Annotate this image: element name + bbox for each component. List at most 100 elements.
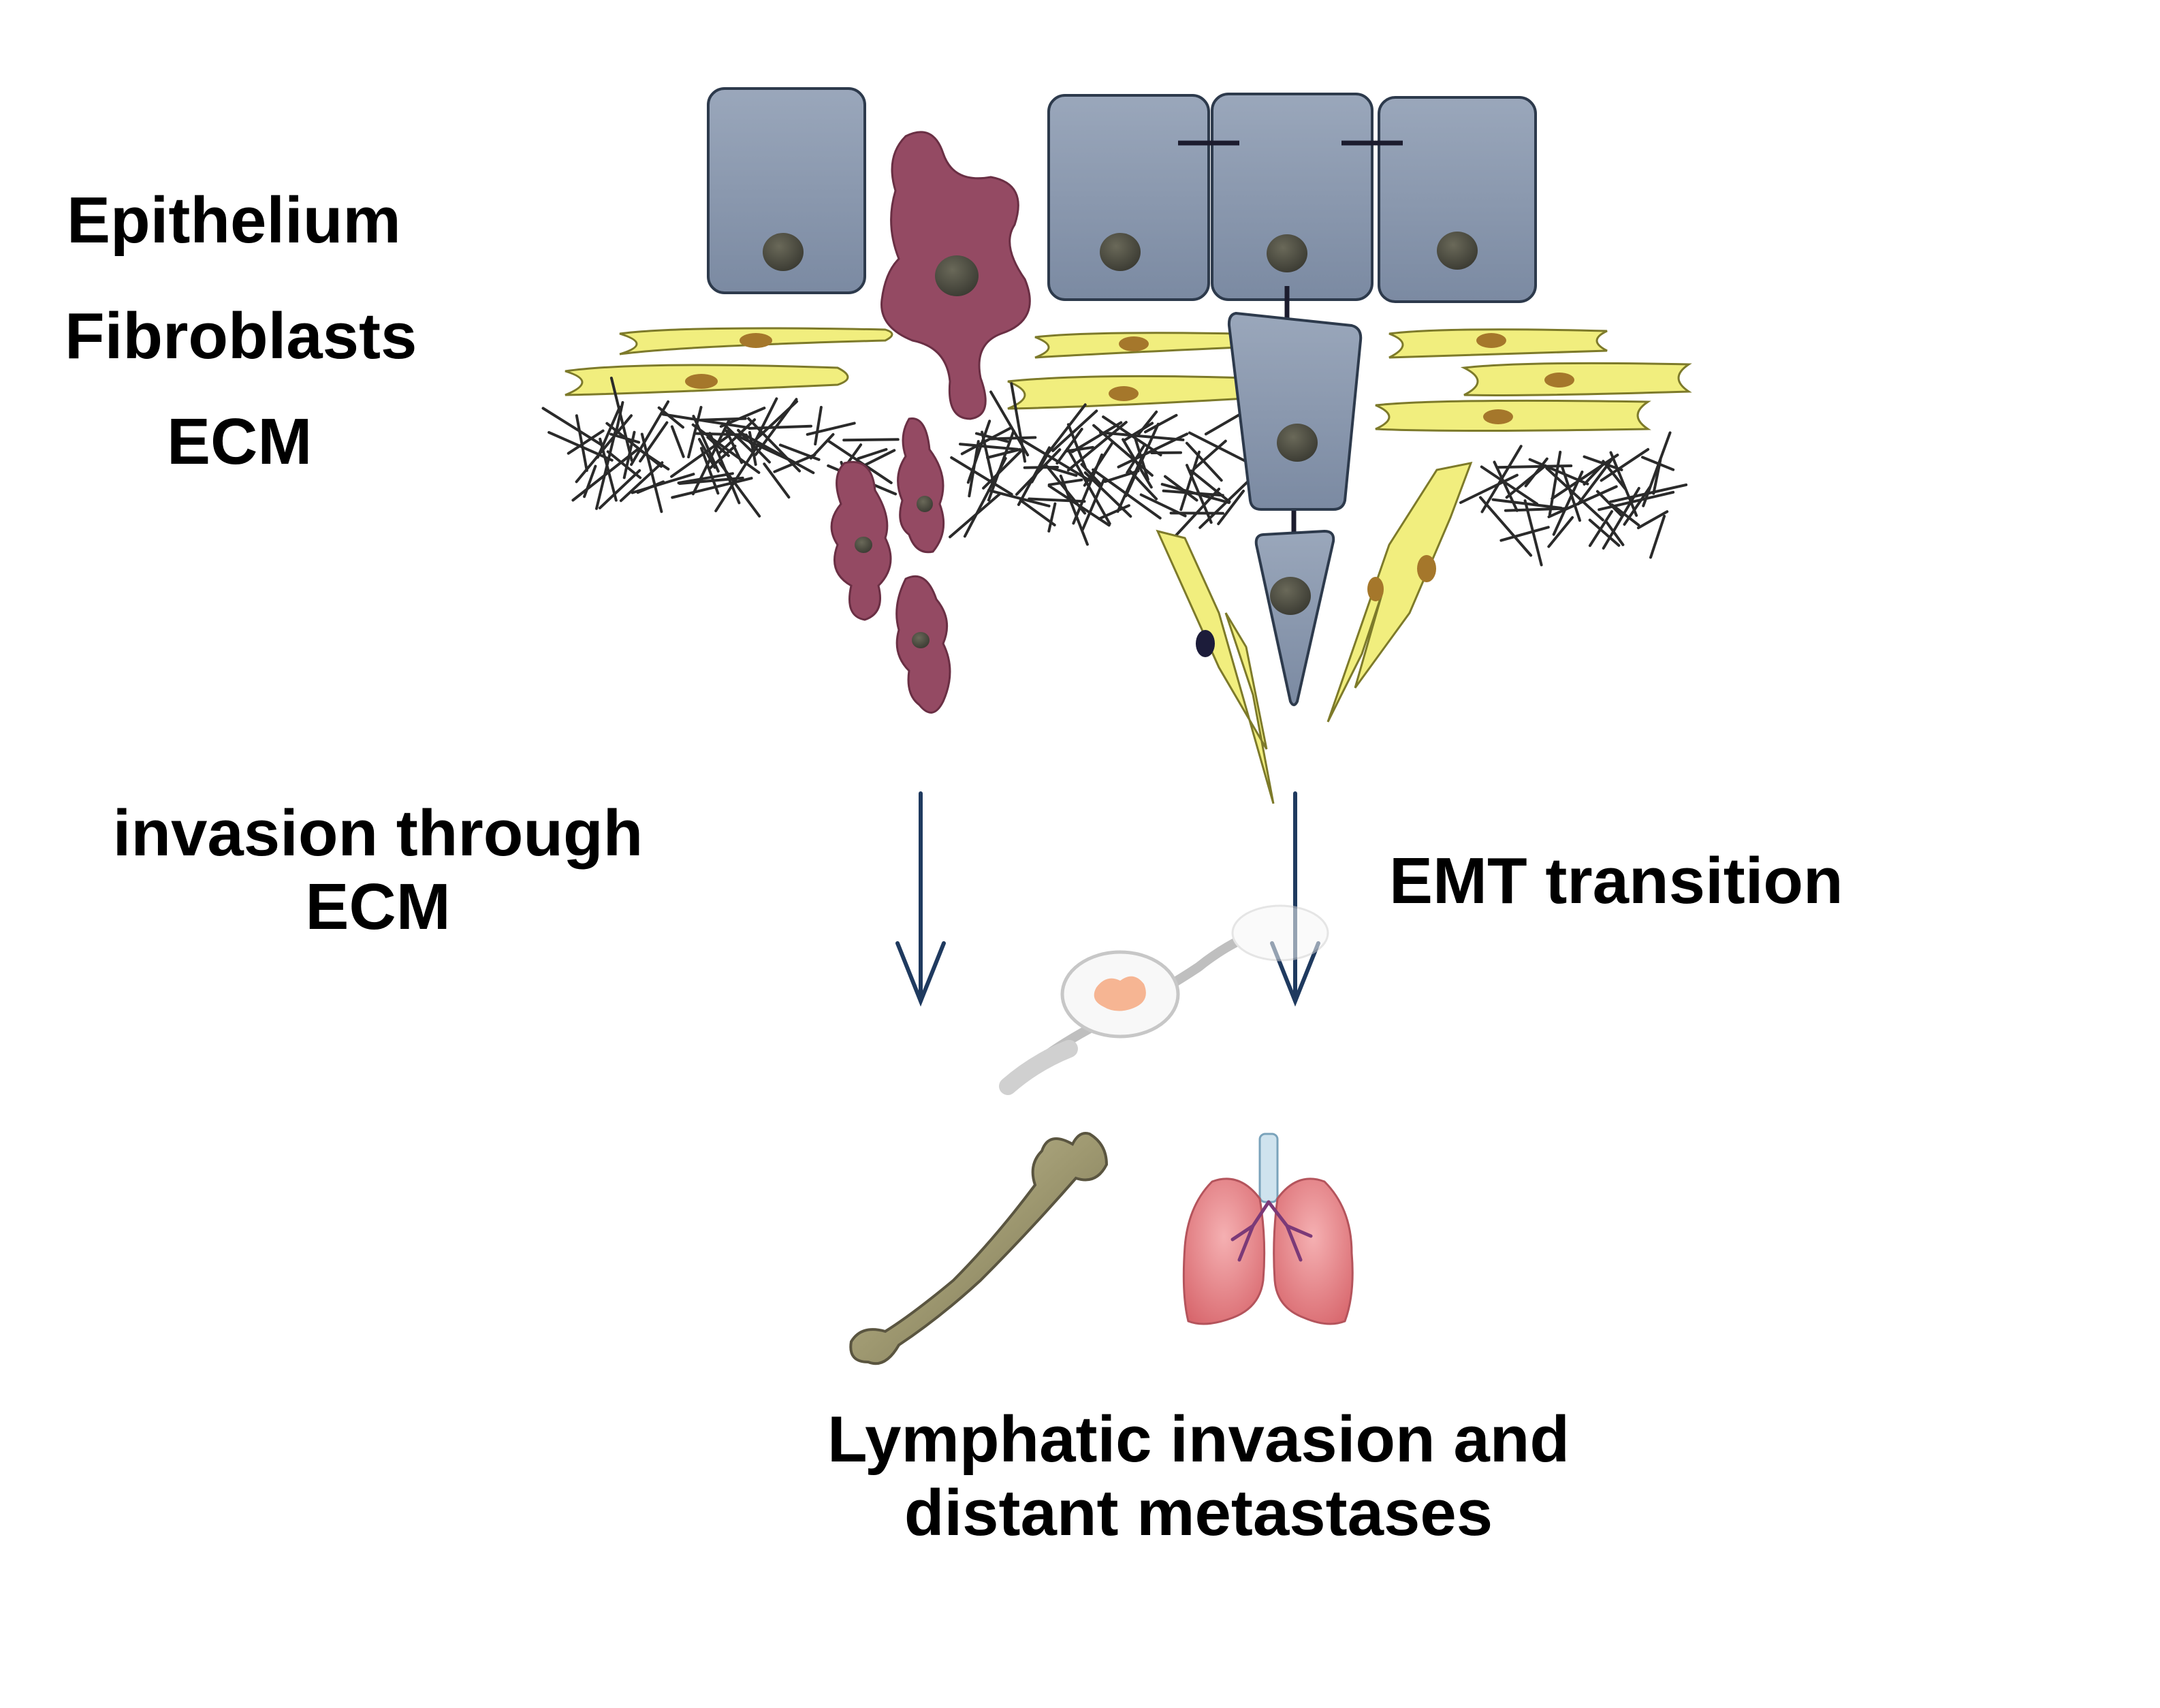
fibroblast-icon [619,327,893,355]
ecm-fiber [1576,459,1613,505]
invasive-cancer-cell-icon [830,460,892,621]
ecm-fiber [637,448,670,471]
ecm-fiber [806,422,856,436]
ecm-fiber [699,417,747,422]
ecm-fiber [842,438,900,442]
ecm-fiber [714,443,760,513]
ecm-fiber [1192,439,1227,471]
ecm-fiber [575,414,588,472]
ecm-fiber [1602,487,1640,550]
ecm-fiber [739,431,815,475]
ecm-fiber [752,397,778,447]
ecm-fiber [595,430,617,510]
ecm-fiber [1128,469,1158,501]
ecm-fiber [1185,441,1223,482]
ecm-fiber [1123,422,1154,442]
down-arrow-icon [1270,791,1320,1007]
metastasis-label: Lymphatic invasion and distant metastase… [749,1403,1648,1549]
ecm-fiber [1504,507,1568,512]
ecm-fiber [748,424,812,430]
ecm-fiber-icon [541,377,1688,567]
ecm-fiber [1055,428,1083,465]
ecm-fiber [1133,434,1149,481]
ecm-fiber [1548,450,1562,516]
ecm-fiber [640,432,663,513]
ecm-fiber [1137,410,1158,436]
ecm-fiber [1217,490,1245,526]
ecm-fiber [598,469,641,509]
ecm-fiber [1459,473,1519,504]
ecm-fiber [1017,436,1091,482]
lymph-node-icon [999,904,1329,1095]
ecm-fiber [1583,462,1606,486]
ecm-fiber [609,377,633,462]
ecm-fiber [814,406,823,446]
ecm-fiber [630,400,670,466]
ecm-fiber [1190,469,1231,503]
ecm-fiber [754,398,798,456]
ecm-fiber [978,426,1013,446]
fibroblast-icon [1388,328,1608,359]
epithelium-label: Epithelium [67,184,401,257]
ecm-fiber [1179,450,1201,511]
metastasis-label-line2: distant metastases [904,1476,1493,1549]
ecm-fiber [718,461,761,518]
epithelial-cell-icon [707,87,866,294]
ecm-fiber [975,432,1010,443]
ecm-fiber [989,390,1030,457]
ecm-fiber [987,488,1051,507]
ecm-fiber [1652,458,1662,495]
ecm-fiber [687,406,703,458]
ecm-fiber [1047,502,1057,533]
ecm-fiber [541,407,605,447]
ecm-fiber [1499,526,1550,542]
ecm-fiber [1047,484,1111,527]
ecm-fiber [1041,403,1087,461]
ecm-fiber [857,447,888,460]
ecm-fiber [631,473,695,494]
ecm-fiber [809,432,835,460]
metastasis-label-line1: Lymphatic invasion and [827,1403,1570,1476]
ecm-fiber [1588,518,1621,547]
ecm-fiber [1479,496,1533,557]
ecm-fiber [1523,499,1543,567]
ecm-fiber [1608,483,1688,503]
ecm-fiber [747,417,801,473]
emt-label: EMT transition [1389,844,1843,917]
ecm-fiber [1051,409,1098,452]
fibroblast-icon [1375,399,1651,432]
ecm-fiber [657,406,684,429]
ecm-fiber [1019,499,1056,526]
ecm-fiber [661,413,750,430]
ecm-fiber [1098,504,1130,520]
invasive-cancer-cell-icon [897,417,945,554]
epithelium-layer [707,87,1537,538]
ecm-fiber [1600,447,1650,482]
ecm-fiber [1044,464,1078,477]
fibroblast-icon [1327,461,1473,723]
ecm-fiber [986,447,1021,459]
ecm-fiber [966,420,991,484]
invasion-label-line2: ECM [305,870,451,943]
ecm-fiber [606,450,642,479]
fibroblast-icon [1156,529,1275,804]
ecm-fiber [1505,464,1547,499]
ecm-fiber [619,461,664,503]
ecm-fiber [1495,464,1573,469]
ecm-fiber [691,418,731,496]
lungs-icon [1182,1133,1354,1325]
ecm-fiber [622,430,636,479]
ecm-fiber [1139,493,1187,518]
ecm-fiber [827,439,893,484]
emt-cells [1156,311,1473,804]
invasive-cancer-cell-icon [895,575,951,714]
ecm-fiber [1160,483,1230,505]
ecm-fiber [1030,453,1049,484]
ecm-fiber [1092,468,1162,520]
ecm-fiber [1070,421,1123,454]
ecm-fiber [1491,498,1563,509]
ecm-label: ECM [167,405,313,478]
ecm-fiber [614,401,624,436]
invasive-cancer-cells [830,131,1031,714]
fibroblast-icon [1034,332,1248,359]
